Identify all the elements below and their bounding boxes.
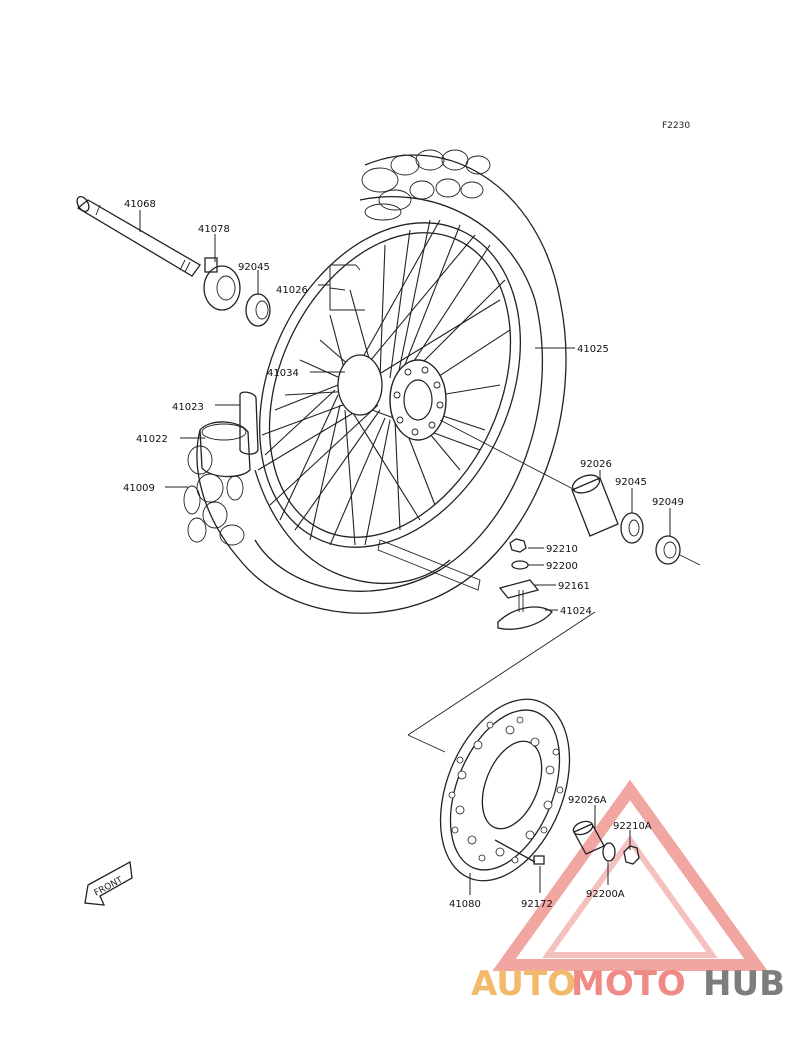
watermark-hub: HUB — [703, 964, 785, 1004]
watermark-moto: MOTO — [571, 964, 686, 1004]
rim-lock — [497, 606, 553, 630]
label-92172: 92172 — [521, 899, 553, 910]
label-41023: 41023 — [172, 402, 204, 413]
oil-seal — [655, 535, 681, 565]
disc-bolt — [494, 839, 545, 865]
washer-a — [602, 842, 616, 862]
label-92026: 92026 — [580, 459, 612, 470]
part-labels: 41068 41078 92045 41026 41025 41034 4102… — [123, 199, 684, 910]
collar-left — [203, 257, 241, 311]
bearing-right — [620, 512, 644, 544]
rim — [254, 222, 521, 584]
label-41009: 41009 — [123, 483, 155, 494]
tire — [183, 149, 567, 614]
hub — [337, 354, 447, 441]
label-92161: 92161 — [558, 581, 590, 592]
label-92026a: 92026A — [568, 795, 607, 806]
label-41034: 41034 — [267, 368, 299, 379]
label-41022: 41022 — [136, 434, 168, 445]
label-41068: 41068 — [124, 199, 156, 210]
label-92210: 92210 — [546, 544, 578, 555]
label-41026: 41026 — [276, 285, 308, 296]
label-41080: 41080 — [449, 899, 481, 910]
tube — [239, 391, 259, 455]
rim-lock-washer — [511, 560, 529, 570]
label-41025: 41025 — [577, 344, 609, 355]
bearing-left — [245, 293, 271, 327]
figure-code: F2230 — [662, 121, 690, 131]
label-92200a: 92200A — [586, 889, 625, 900]
label-92049: 92049 — [652, 497, 684, 508]
watermark-text: AUTO MOTO HUB — [471, 964, 785, 1004]
disc-connector-line — [407, 611, 596, 753]
brake-disc — [439, 698, 571, 882]
label-41024: 41024 — [560, 606, 592, 617]
label-92045-right: 92045 — [615, 477, 647, 488]
spokes — [257, 219, 511, 546]
label-92200: 92200 — [546, 561, 578, 572]
axle — [76, 195, 201, 277]
label-92210a: 92210A — [613, 821, 652, 832]
front-label: FRONT — [93, 875, 125, 898]
rim-band — [199, 421, 251, 478]
front-arrow: FRONT — [84, 860, 133, 906]
spacer — [571, 474, 619, 537]
watermark-logo — [492, 779, 768, 971]
label-92045-left: 92045 — [238, 262, 270, 273]
axis-line — [377, 419, 701, 591]
leader-lines — [139, 210, 671, 895]
label-41078: 41078 — [198, 224, 230, 235]
watermark-auto: AUTO — [471, 964, 576, 1004]
rim-lock-nut — [509, 538, 527, 553]
